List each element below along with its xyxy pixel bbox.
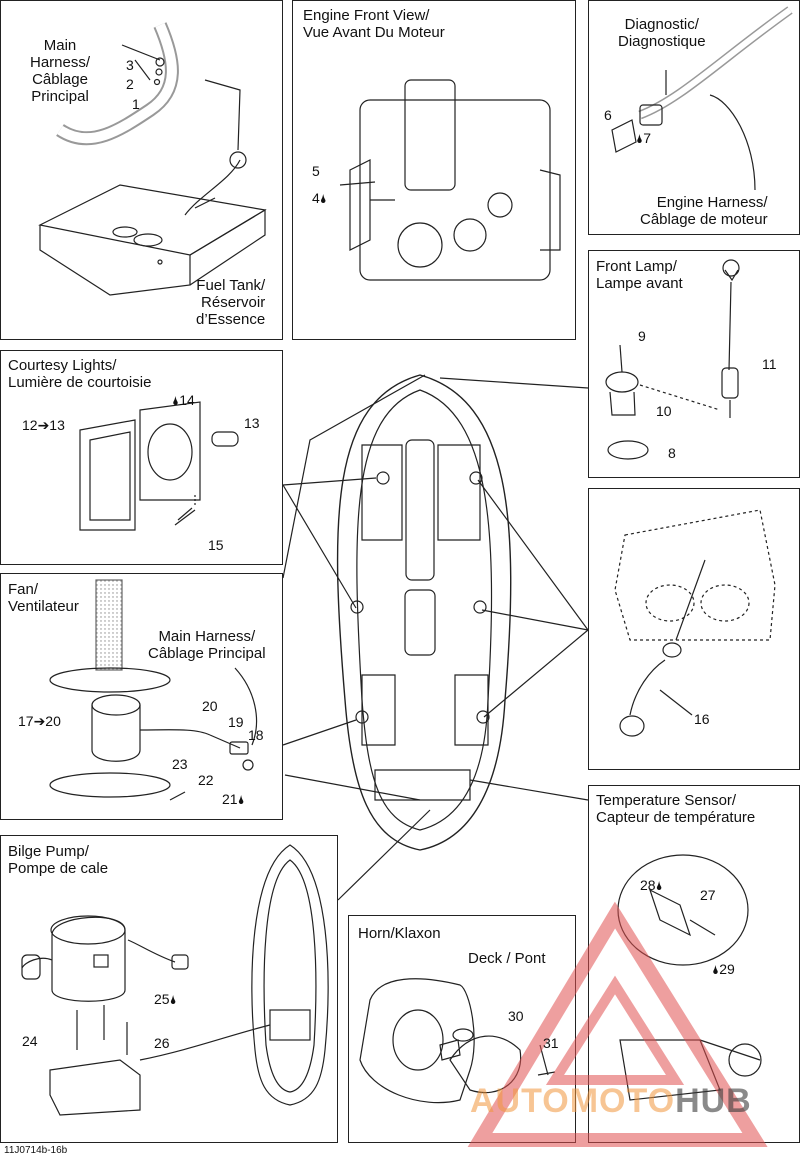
part-number: 25🌢 bbox=[154, 991, 177, 1007]
liquid-drop-icon: 🌢 bbox=[169, 993, 177, 1007]
liquid-drop-icon: 🌢 bbox=[237, 793, 245, 807]
part-number: 13 bbox=[244, 415, 260, 431]
part-number: 28🌢 bbox=[640, 877, 663, 893]
storage-bin bbox=[614, 509, 776, 641]
hull-top-view bbox=[251, 844, 329, 1106]
fan-duct bbox=[95, 579, 123, 671]
fan-body bbox=[91, 705, 141, 762]
deck-outline bbox=[359, 978, 475, 1104]
courtesy-bezel bbox=[79, 419, 136, 531]
liquid-drop-icon: 🌢 bbox=[172, 394, 180, 408]
part-number: 20 bbox=[202, 698, 218, 714]
part-number: 22 bbox=[198, 772, 214, 788]
part-number: 5 bbox=[312, 163, 320, 179]
part-number: 17➔20 bbox=[18, 713, 61, 729]
courtesy-lights-title: Courtesy Lights/ Lumière de courtoisie bbox=[8, 357, 152, 391]
panel-engine-front-view bbox=[292, 0, 576, 340]
part-number: 24 bbox=[22, 1033, 38, 1049]
main-harness-title: Main Harness/ Câblage Principal bbox=[30, 37, 91, 105]
part-number: 21🌢 bbox=[222, 791, 245, 807]
part-number: 6 bbox=[604, 107, 612, 123]
part-number: 26 bbox=[154, 1035, 170, 1051]
part-number: 27 bbox=[700, 887, 716, 903]
part-number: 8 bbox=[668, 445, 676, 461]
panel-front-lamp bbox=[588, 250, 800, 478]
liquid-drop-icon: 🌢 bbox=[712, 963, 720, 977]
panel-courtesy-lights bbox=[0, 350, 283, 565]
part-number: 16 bbox=[694, 711, 710, 727]
liquid-drop-icon: 🌢 bbox=[636, 132, 644, 146]
liquid-drop-icon: 🌢 bbox=[319, 192, 327, 206]
front-lamp-title: Front Lamp/ Lampe avant bbox=[596, 258, 683, 292]
part-number: 18 bbox=[248, 727, 264, 743]
bilge-pump-body bbox=[51, 916, 126, 1002]
fuel-tank-title: Fuel Tank/ Réservoir d’Essence bbox=[196, 277, 266, 328]
part-number: 30 bbox=[508, 1008, 524, 1024]
part-number: 🌢7 bbox=[636, 130, 651, 146]
deck-label: Deck / Pont bbox=[468, 950, 546, 967]
courtesy-housing bbox=[139, 401, 201, 501]
fan-main-harness-label: Main Harness/ Câblage Principal bbox=[148, 628, 266, 662]
part-number: 2 bbox=[126, 76, 134, 92]
part-number: 🌢29 bbox=[712, 961, 735, 977]
part-number: 31 bbox=[543, 1035, 559, 1051]
front-lamp-pole bbox=[724, 269, 739, 371]
part-number: 11 bbox=[762, 356, 777, 372]
diagnostic-title: Diagnostic/ Diagnostique bbox=[618, 16, 706, 50]
horn-body bbox=[449, 1035, 522, 1094]
part-number: 9 bbox=[638, 328, 646, 344]
panel-fan bbox=[0, 573, 283, 820]
part-number: 23 bbox=[172, 756, 188, 772]
panel-diagnostic bbox=[588, 0, 800, 235]
part-number: 1 bbox=[132, 96, 140, 112]
panel-main-harness-fuel-tank bbox=[0, 0, 283, 340]
figure-id: 11J0714b-16b bbox=[4, 1145, 68, 1156]
panel-bilge-pump bbox=[0, 835, 338, 1143]
fan-title: Fan/ Ventilateur bbox=[8, 581, 79, 615]
part-number: 19 bbox=[228, 714, 244, 730]
temperature-sensor-title: Temperature Sensor/ Capteur de températu… bbox=[596, 792, 756, 826]
watermark-logo: AUTOMOTOHUB bbox=[470, 1082, 752, 1120]
watercraft-hull bbox=[336, 374, 512, 851]
engine-harness-label: Engine Harness/ Câblage de moteur bbox=[640, 194, 768, 228]
bilge-pump-title: Bilge Pump/ Pompe de cale bbox=[8, 843, 109, 877]
part-number: 4🌢 bbox=[312, 190, 327, 206]
horn-title: Horn/Klaxon bbox=[358, 925, 441, 942]
fuel-tank-shape bbox=[38, 184, 267, 256]
part-number: 🌢14 bbox=[172, 392, 195, 408]
engine-front-title: Engine Front View/ Vue Avant Du Moteur bbox=[303, 7, 445, 41]
part-number: 15 bbox=[208, 537, 224, 553]
liquid-drop-icon: 🌢 bbox=[655, 879, 663, 893]
part-number: 10 bbox=[656, 403, 672, 419]
part-number: 12➔13 bbox=[22, 417, 65, 433]
part-number: 3 bbox=[126, 57, 134, 73]
